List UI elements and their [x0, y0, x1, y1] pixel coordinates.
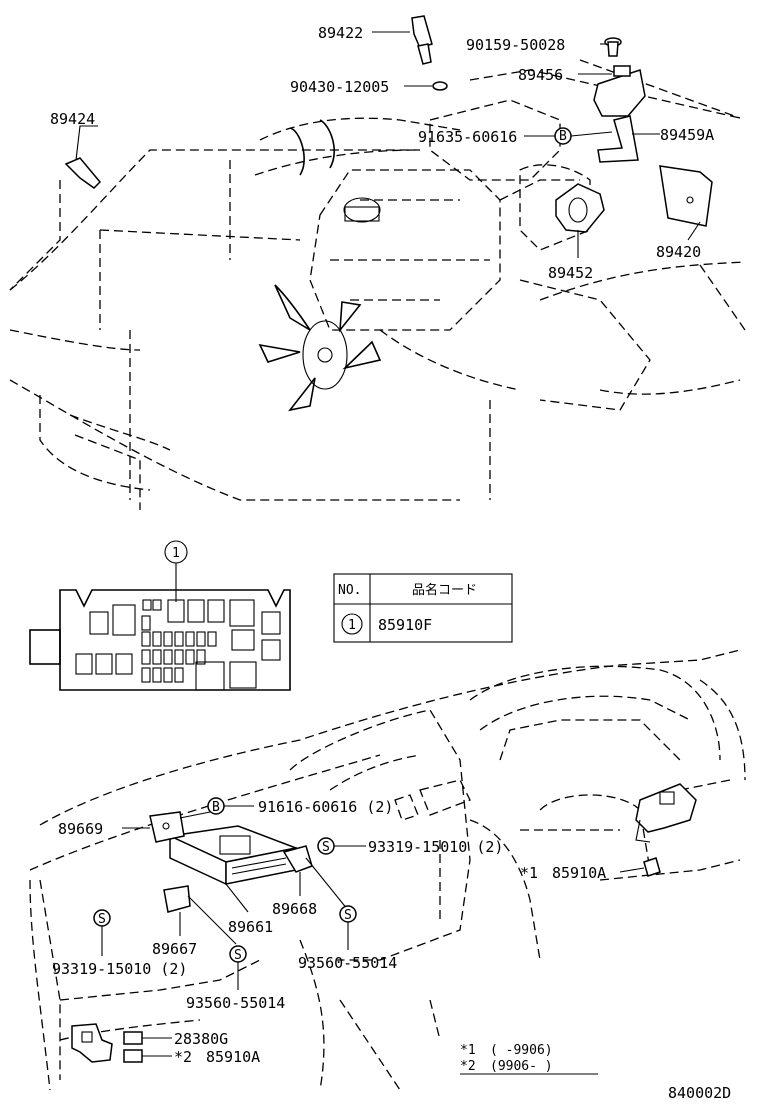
bolt-91616[interactable]: B	[179, 797, 254, 819]
fuse-block	[29, 563, 291, 691]
engine-bay-illustration	[9, 59, 746, 510]
label-89422: 89422	[318, 24, 363, 42]
label-89668: 89668	[272, 900, 317, 918]
label-89669: 89669	[58, 820, 103, 838]
dashboard-illustration	[29, 649, 746, 1091]
cooling-fan	[258, 284, 382, 412]
label-89424: 89424	[50, 110, 95, 128]
bracket-89669[interactable]	[122, 811, 185, 843]
footnote-mark2: *2	[460, 1059, 476, 1074]
screw-symbol: S	[234, 948, 242, 963]
footnote-text2: (9906- )	[490, 1059, 553, 1074]
relay-bracket-left	[71, 1023, 113, 1063]
table-row-code: 85910F	[378, 616, 432, 634]
bolt-90159[interactable]	[600, 37, 622, 57]
screw-symbol: S	[322, 840, 330, 855]
washer-90430[interactable]	[404, 81, 448, 91]
diagram-id: 840002D	[668, 1084, 731, 1102]
label-89452: 89452	[548, 264, 593, 282]
table-row-no: 1	[348, 618, 356, 633]
relay-85910A-mark2[interactable]	[123, 1049, 172, 1063]
bracket-89668[interactable]	[282, 845, 349, 911]
bolt-symbol: B	[559, 129, 567, 144]
code-table: NO. 品名コード 1 85910F	[333, 573, 513, 643]
ecu-89661[interactable]	[167, 825, 299, 913]
fuse-callout-1[interactable]: 1	[164, 540, 188, 564]
throttle-body	[429, 99, 591, 251]
label-89661: 89661	[228, 918, 273, 936]
screw-93319-lower[interactable]: S	[93, 909, 111, 956]
screw-93560-left[interactable]: S	[229, 945, 247, 990]
sensor-89424[interactable]	[64, 125, 102, 189]
label-90430: 90430-12005	[290, 78, 389, 96]
table-header-code: 品名コード	[412, 582, 477, 598]
label-89420: 89420	[656, 243, 701, 261]
footnote-mark1: *1	[460, 1043, 476, 1058]
sensor-89456[interactable]	[578, 65, 646, 117]
bracket-89667[interactable]	[163, 885, 237, 945]
nut-91635[interactable]: B	[524, 127, 613, 145]
mark-star1: *1	[520, 864, 538, 882]
label-93319-upper: 93319-15010 (2)	[368, 838, 503, 856]
label-89667: 89667	[152, 940, 197, 958]
footnote-text1: ( -9906)	[490, 1043, 553, 1058]
screw-symbol: S	[98, 912, 106, 927]
bolt-symbol: B	[212, 800, 220, 815]
label-91616: 91616-60616 (2)	[258, 798, 393, 816]
footnote: *1 ( -9906) *2 (9906- )	[460, 1043, 598, 1075]
callout-number: 1	[172, 546, 180, 561]
label-85910A-mark1: 85910A	[552, 864, 606, 882]
screw-93560-right[interactable]: S	[339, 905, 357, 950]
relay-85910A-mark1[interactable]	[619, 857, 661, 877]
label-89459A: 89459A	[660, 126, 714, 144]
screw-symbol: S	[344, 908, 352, 923]
label-93560-right: 93560-55014	[298, 954, 397, 972]
bracket-89459A[interactable]	[597, 115, 660, 163]
sensor-89452[interactable]	[555, 183, 605, 258]
relay-28380G[interactable]	[123, 1031, 172, 1045]
label-91635: 91635-60616	[418, 128, 517, 146]
label-85910A-mark2: 85910A	[206, 1048, 260, 1066]
label-28380G: 28380G	[174, 1030, 228, 1048]
screw-93319-upper[interactable]: S	[317, 837, 366, 855]
label-93560-left: 93560-55014	[186, 994, 285, 1012]
bracket-89420[interactable]	[659, 165, 713, 241]
mark-star2: *2	[174, 1048, 192, 1066]
label-90159: 90159-50028	[466, 36, 565, 54]
relay-bracket-right	[635, 783, 697, 843]
label-89456: 89456	[518, 66, 563, 84]
sensor-89422[interactable]	[372, 15, 433, 65]
table-header-no: NO.	[338, 583, 361, 598]
label-93319-lower: 93319-15010 (2)	[52, 960, 187, 978]
